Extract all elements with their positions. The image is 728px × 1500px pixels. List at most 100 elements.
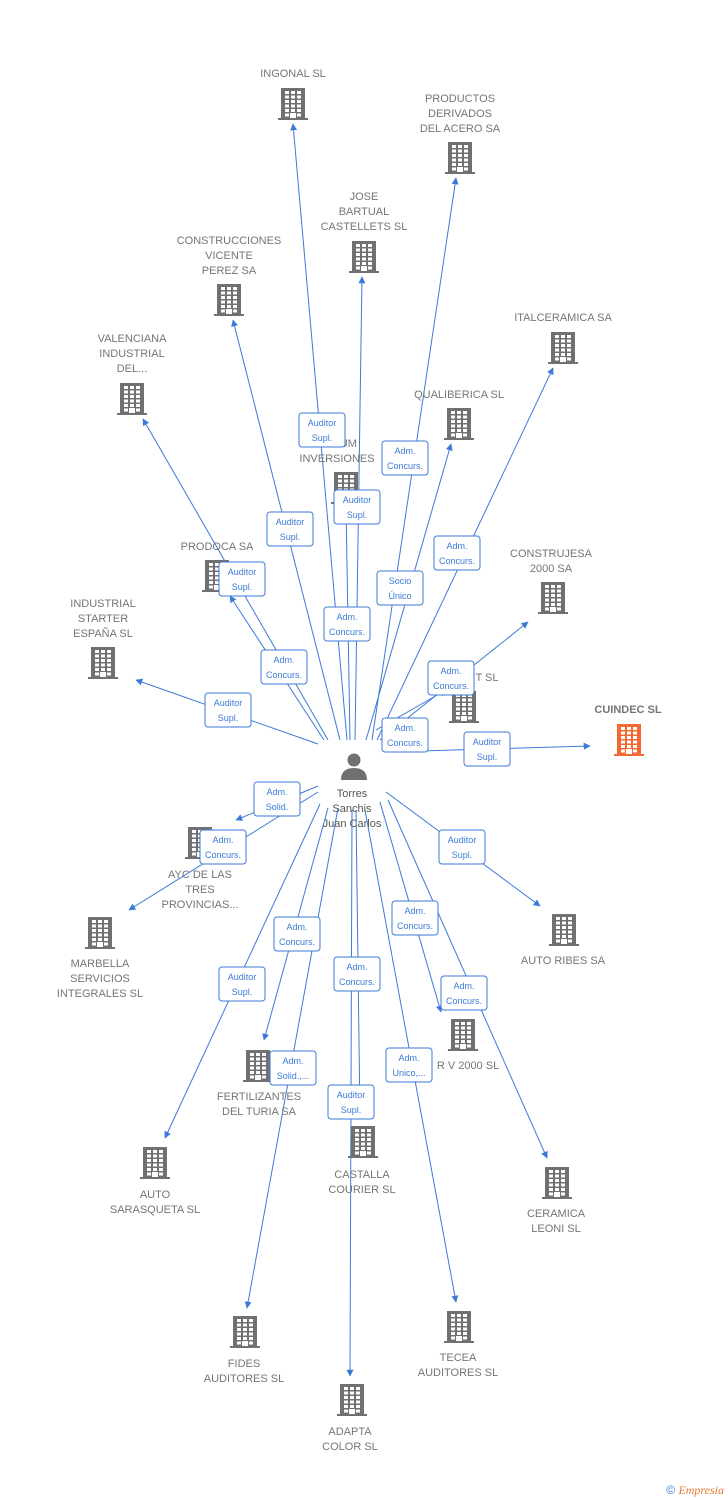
copyright-symbol: ©: [666, 1483, 676, 1497]
company-name-line: 2000 SA: [530, 563, 573, 575]
edge-label-box: [333, 489, 381, 525]
company-name-line: TRES: [185, 884, 214, 896]
edge-label-box: [438, 829, 486, 865]
company-name-line: COLOR SL: [322, 1441, 378, 1453]
company-name-line: CASTELLETS SL: [321, 221, 408, 233]
relation-text: Único: [388, 591, 411, 601]
company-name-line: MARBELLA: [71, 958, 130, 970]
relation-text: Solid.,...: [277, 1071, 310, 1081]
relation-text: Auditor: [473, 737, 502, 747]
company-name-line: VALENCIANA: [98, 333, 168, 345]
edge-label-prodoca[interactable]: Adm.Concurs.: [260, 649, 308, 685]
company-name-line: INVERSIONES: [299, 453, 374, 465]
building-icon: [448, 1019, 478, 1051]
relation-text: Adm.: [266, 787, 287, 797]
company-name-line: AUTO: [140, 1189, 171, 1201]
edge-label-castalla[interactable]: Adm.Concurs.: [333, 956, 381, 992]
building-icon: [549, 914, 579, 946]
building-icon: [337, 1384, 367, 1416]
company-name-line: FIDES: [228, 1358, 260, 1370]
relation-text: Supl.: [232, 582, 253, 592]
edge-label-fertilizantes[interactable]: Adm.Concurs.: [273, 916, 321, 952]
edge-label-box: [204, 692, 252, 728]
relation-text: Auditor: [228, 567, 257, 577]
edge-label-box: [385, 1047, 433, 1083]
relation-text: Concurs.: [266, 670, 302, 680]
company-name-line: INDUSTRIAL: [99, 348, 164, 360]
edge-label-productos[interactable]: Adm.Concurs.: [381, 440, 429, 476]
company-node-italceramica[interactable]: ITALCERAMICA SA: [514, 312, 612, 364]
building-icon: [140, 1147, 170, 1179]
person-name-line: Sanchis: [332, 803, 372, 815]
company-node-cuindec[interactable]: CUINDEC SL: [594, 704, 662, 756]
company-node-valenciana[interactable]: VALENCIANAINDUSTRIALDEL...: [98, 333, 168, 415]
relation-text: Supl.: [218, 713, 239, 723]
footer-brand[interactable]: © Empresia: [666, 1483, 724, 1498]
edge-label-box: [327, 1084, 375, 1120]
building-icon: [348, 1126, 378, 1158]
edge-label-box: [381, 440, 429, 476]
company-node-construjesa[interactable]: CONSTRUJESA 2000 SA: [510, 548, 593, 614]
edge-label-box: [199, 829, 247, 865]
edge-label-box: [333, 956, 381, 992]
edge-label-tecea[interactable]: Adm.Unico,...: [385, 1047, 433, 1083]
company-name-line: AYC DE LAS: [168, 869, 232, 881]
edge-label-ayc[interactable]: Adm.Solid.: [253, 781, 301, 817]
edge-label-tsl[interactable]: Adm.Concurs.: [381, 717, 429, 753]
company-name-line: QUALIBERICA SL: [414, 389, 504, 401]
edge-label-construjesa[interactable]: Adm.Concurs.: [427, 660, 475, 696]
building-icon: [449, 691, 479, 723]
edge-label-box: [440, 975, 488, 1011]
relation-text: Auditor: [228, 972, 257, 982]
edge-label-marbella[interactable]: Adm.Concurs.: [199, 829, 247, 865]
company-node-autoribes[interactable]: AUTO RIBES SA: [521, 914, 606, 967]
company-name-line: CERAMICA: [527, 1208, 586, 1220]
edge-label-italceramica[interactable]: Adm. Concurs.: [433, 535, 481, 571]
company-name-line: BARTUAL: [339, 206, 390, 218]
relation-text: Adm.: [346, 962, 367, 972]
edge-label-ceramica[interactable]: Adm.Concurs.: [440, 975, 488, 1011]
company-node-qualiberica[interactable]: QUALIBERICA SL: [414, 389, 504, 440]
company-name-line: CONSTRUJESA: [510, 548, 593, 560]
relation-text: Adm.: [286, 922, 307, 932]
relation-text: Concurs.: [439, 556, 475, 566]
edge-label-fides[interactable]: Adm.Solid.,...: [269, 1050, 317, 1086]
relation-text: Concurs.: [433, 681, 469, 691]
relation-text: Adm.: [453, 981, 474, 991]
company-node-ingonal[interactable]: INGONAL SL: [260, 68, 326, 120]
relation-text: Adm.: [446, 541, 467, 551]
company-node-v2000[interactable]: R V 2000 SL: [437, 1019, 499, 1072]
edge-label-v2000[interactable]: Adm.Concurs.: [391, 900, 439, 936]
empresia-logo: Empresia: [678, 1483, 724, 1497]
company-name-line: COURIER SL: [328, 1184, 395, 1196]
edge-label-untum[interactable]: Adm.Concurs.: [323, 606, 371, 642]
relation-text: Auditor: [448, 835, 477, 845]
relation-text: Adm.: [398, 1053, 419, 1063]
company-name-line: INDUSTRIAL: [70, 598, 135, 610]
company-node-tsl[interactable]: T SL: [449, 672, 499, 723]
